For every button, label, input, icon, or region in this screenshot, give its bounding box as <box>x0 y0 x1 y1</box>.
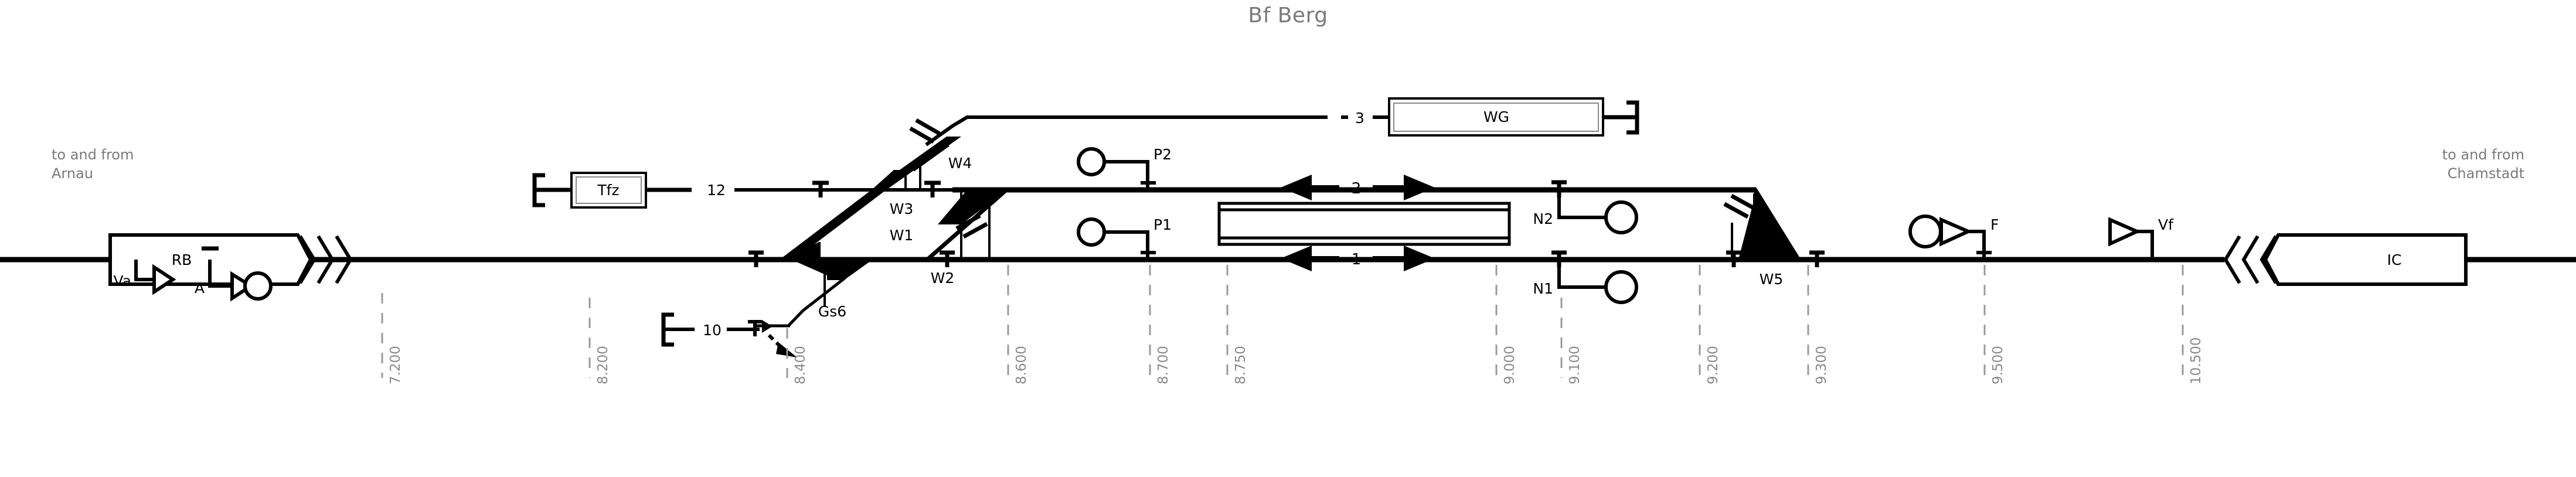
train-symbol-ic: IC <box>2223 233 2468 286</box>
km-marker: 8.400 <box>793 346 808 384</box>
signal-a[interactable]: A <box>195 246 273 302</box>
signal-label-p2: P2 <box>1153 146 1172 163</box>
direction-arrows-track-2: 2 <box>1281 175 1435 200</box>
switch-label-w1: W1 <box>890 227 914 244</box>
building-wg: WG <box>1388 97 1639 137</box>
switch-label-w4: W4 <box>948 155 972 172</box>
track-label-1: 1 <box>1352 251 1362 268</box>
building-label-wg: WG <box>1483 108 1509 125</box>
km-marker: 7.200 <box>388 346 403 384</box>
derailer-label-gs6: Gs6 <box>818 303 846 320</box>
track-10: 10 <box>661 312 762 347</box>
km-marker: 9.500 <box>1990 346 2006 384</box>
signal-label-vf: Vf <box>2158 216 2174 233</box>
signal-label-n2: N2 <box>1533 210 1553 227</box>
line-end-label-left: to and from Arnau <box>52 146 134 182</box>
switch-label-w3: W3 <box>890 200 914 217</box>
signal-label-n1: N1 <box>1533 280 1553 297</box>
signal-p2[interactable]: P2 <box>1077 146 1172 190</box>
km-marker: 8.750 <box>1233 346 1248 384</box>
signal-vf[interactable]: Vf <box>2108 216 2174 260</box>
track-upper-siding <box>872 137 1020 192</box>
track-label-12: 12 <box>707 182 726 199</box>
track-label-10: 10 <box>703 322 722 339</box>
track-tie-marks-mainline <box>748 250 1825 267</box>
direction-arrows-track-1: 1 <box>1281 246 1435 271</box>
km-marker: 9.100 <box>1567 346 1583 384</box>
train-label-rb: RB <box>172 251 192 268</box>
signal-n2[interactable]: N2 <box>1533 180 1638 234</box>
signal-n1[interactable]: N1 <box>1533 250 1638 304</box>
signal-label-va: Va <box>114 272 131 289</box>
line-end-label-right: to and from Chamstadt <box>2442 146 2524 182</box>
km-marker: 10.500 <box>2189 337 2204 384</box>
km-tick-lines <box>381 265 2184 378</box>
building-label-tfz: Tfz <box>597 182 619 199</box>
train-label-ic: IC <box>2387 251 2402 268</box>
signal-va[interactable]: Va <box>114 260 176 295</box>
switch-label-w2: W2 <box>931 270 955 287</box>
km-marker: 9.300 <box>1814 346 1829 384</box>
track-label-2: 2 <box>1352 180 1362 197</box>
signal-p1[interactable]: P1 <box>1077 216 1172 260</box>
platform <box>1217 202 1511 246</box>
km-marker: 9.000 <box>1502 346 1517 384</box>
track-12: 12 <box>707 182 894 199</box>
km-marker: 8.600 <box>1014 346 1029 384</box>
signal-f[interactable]: F <box>1908 214 1999 260</box>
building-tfz: Tfz <box>532 172 692 209</box>
switch-w1: W1 <box>780 190 913 260</box>
switch-label-w5: W5 <box>1760 271 1784 288</box>
switch-w5: W5 <box>1717 187 1801 288</box>
signal-label-f: F <box>1990 216 1999 233</box>
track-tie-marks-upper <box>812 180 941 197</box>
track-label-3: 3 <box>1355 110 1364 127</box>
signal-label-a: A <box>195 280 205 297</box>
km-marker: 9.200 <box>1706 346 1721 384</box>
km-marker: 8.200 <box>595 346 611 384</box>
derailer-gs6-branch: Gs6 <box>756 261 871 357</box>
track-3: 3 <box>909 110 1389 146</box>
km-marker: 8.700 <box>1156 346 1171 384</box>
page-title: Bf Berg <box>1248 4 1328 28</box>
switch-w2: W2 <box>791 260 955 287</box>
signal-label-p1: P1 <box>1153 216 1172 233</box>
